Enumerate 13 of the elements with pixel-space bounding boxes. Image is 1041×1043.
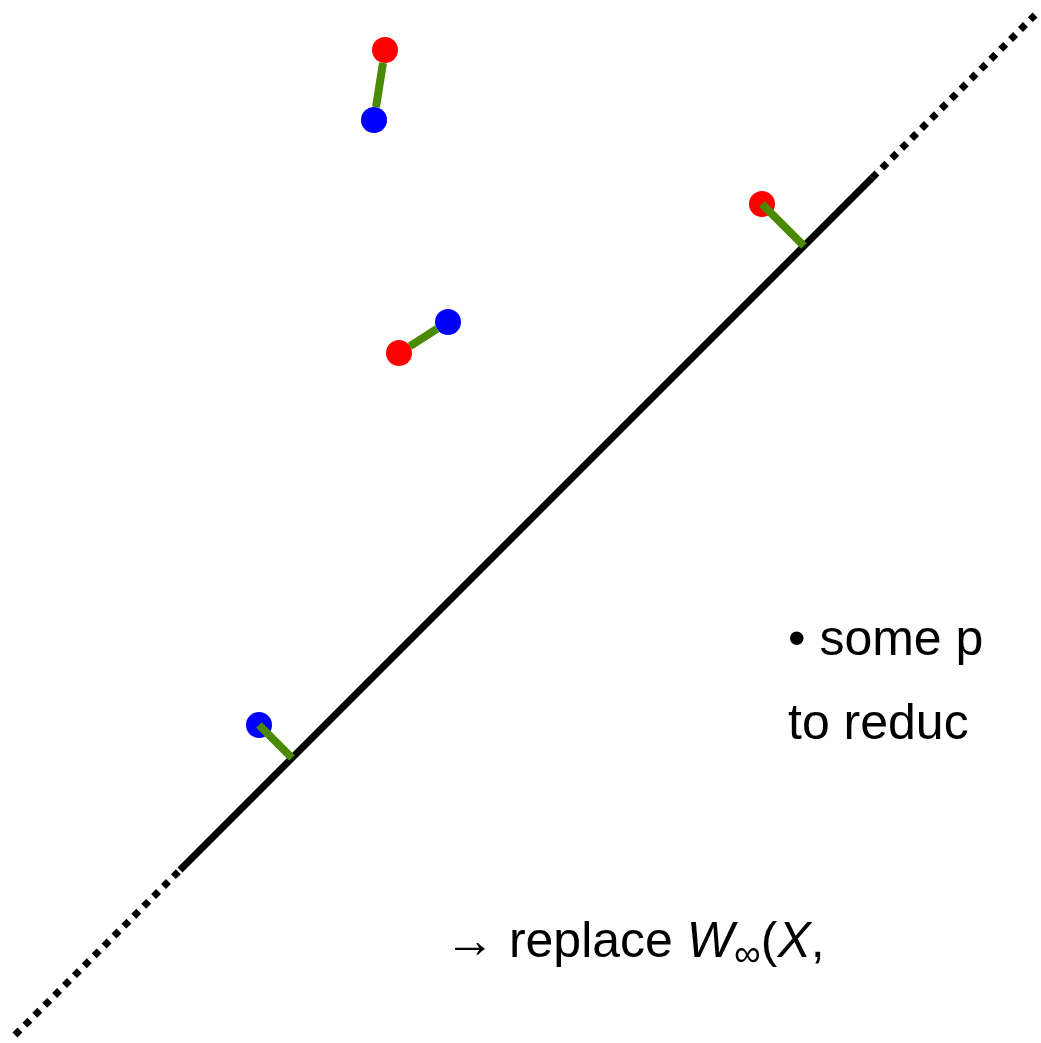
connector-line	[372, 62, 387, 108]
connector-line	[407, 325, 440, 350]
point-dot	[361, 107, 387, 133]
connector-line	[759, 201, 807, 249]
connector-line	[256, 722, 295, 761]
text-label: → replace W$_{∞}$(X,	[445, 911, 825, 970]
point-dot	[435, 309, 461, 335]
point-dot	[749, 191, 775, 217]
text-label: • some p	[788, 609, 984, 668]
point-dot	[386, 340, 412, 366]
point-dot	[372, 37, 398, 63]
point-dot	[246, 712, 272, 738]
text-label: to reduc	[788, 693, 969, 752]
